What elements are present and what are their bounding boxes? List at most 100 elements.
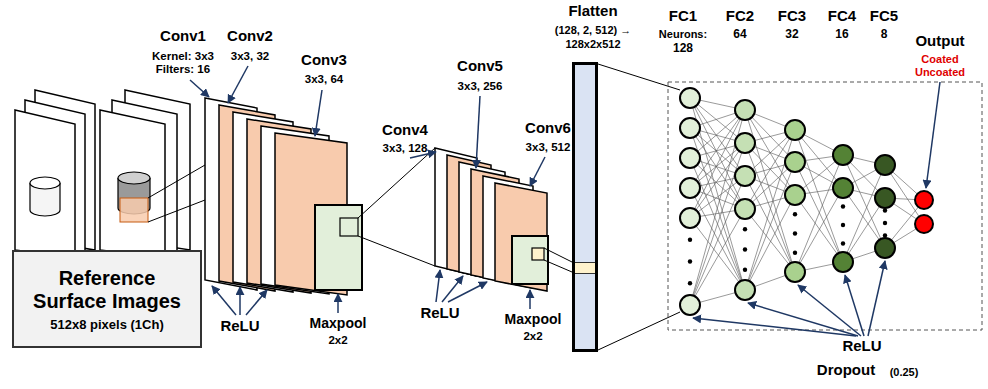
- leader-arrow: [798, 285, 861, 336]
- cylinder-icon: [118, 172, 150, 184]
- neuron: [735, 199, 755, 219]
- neuron: [785, 120, 805, 140]
- layer-name: Conv2: [227, 28, 273, 45]
- pool-label: Maxpool: [505, 312, 562, 327]
- filter-count: Filters: 16: [156, 63, 210, 76]
- input-patch: [120, 165, 205, 222]
- layer-params: 3x3, 512: [526, 141, 571, 154]
- layer-name: FC3: [778, 8, 806, 25]
- neuron: [743, 227, 747, 231]
- class-label: Coated: [921, 53, 958, 65]
- neuron-count: 16: [835, 28, 848, 41]
- activation-label: ReLU: [842, 338, 881, 355]
- maxpool-map: [532, 248, 544, 260]
- input-box: Reference Surface Images512x8 pixels (1C…: [12, 250, 202, 348]
- maxpool-map: [544, 260, 572, 272]
- maxpool-map: [358, 148, 435, 218]
- layer-name: Conv1: [160, 28, 206, 45]
- neuron: [680, 148, 700, 168]
- flatten-layer: Flatten(128, 2, 512) → 128x2x512: [548, 2, 638, 354]
- fc-connection: [795, 162, 843, 262]
- neuron: [785, 152, 805, 172]
- flatten-bar: [572, 62, 598, 352]
- leader-arrow: [868, 261, 885, 336]
- neuron: [883, 233, 887, 237]
- class-label: Uncoated: [915, 66, 965, 78]
- layer-params: 3x3, 128: [383, 142, 428, 155]
- leader-arrow: [212, 286, 236, 315]
- flatten-to-fc-line: [598, 64, 680, 90]
- neuron: [915, 215, 933, 233]
- fc-connection: [690, 218, 745, 290]
- input-pages: [15, 110, 75, 258]
- conv-layer-stack: [435, 148, 547, 291]
- neuron: [743, 247, 747, 251]
- neuron: [735, 166, 755, 186]
- layer-name: FC5: [870, 8, 898, 25]
- leader-arrow: [529, 290, 531, 309]
- leader-arrow: [190, 80, 209, 97]
- neuron: [735, 280, 755, 300]
- maxpool-map: [358, 236, 435, 266]
- neuron-count: 64: [733, 28, 746, 41]
- neuron: [883, 221, 887, 225]
- activation-label: ReLU: [220, 318, 259, 335]
- maxpool-map: [512, 236, 572, 284]
- maxpool-map: [315, 205, 362, 290]
- leader-arrow: [315, 90, 322, 136]
- fc-connection: [745, 209, 795, 272]
- fc-block-outline: [668, 82, 982, 330]
- layer-params: 3x3, 64: [305, 73, 343, 86]
- fc-connection: [795, 195, 843, 262]
- input-title: Reference Surface Images: [20, 267, 194, 313]
- neuron: [680, 208, 700, 228]
- maxpool-map: [340, 218, 358, 236]
- layer-name: FC2: [726, 8, 754, 25]
- dropout-label: Dropout: [817, 362, 875, 379]
- neuron: [793, 251, 797, 255]
- neuron-count: 8: [881, 28, 888, 41]
- flatten-patch: [575, 262, 595, 274]
- conv-layer-stack: [495, 183, 547, 291]
- layer-name: Conv5: [457, 58, 503, 75]
- dropout-rate: (0.25): [890, 366, 919, 378]
- input-patch: [148, 200, 205, 222]
- neuron: [735, 100, 755, 120]
- maxpool-map: [512, 236, 548, 284]
- neuron: [743, 268, 747, 272]
- neuron: [688, 259, 692, 263]
- leader-arrow: [476, 96, 480, 168]
- neuron: [688, 238, 692, 242]
- neuron: [833, 178, 853, 198]
- neuron-caption: Neurons:: [659, 28, 707, 40]
- leader-arrow: [246, 290, 267, 315]
- neuron: [735, 133, 755, 153]
- neuron: [680, 178, 700, 198]
- kernel-size: Kernel: 3x3: [152, 50, 214, 63]
- neuron: [680, 88, 933, 315]
- leader-arrow: [436, 270, 440, 302]
- neuron: [785, 262, 805, 282]
- neuron-count: 32: [785, 28, 798, 41]
- layer-params: 3x3, 32: [231, 50, 269, 63]
- neuron-count: 128: [673, 42, 693, 55]
- leader-arrow: [448, 282, 487, 302]
- input-patch: [120, 198, 148, 222]
- leader-arrow: [530, 157, 545, 186]
- neuron: [785, 185, 805, 205]
- pool-size: 2x2: [523, 330, 542, 343]
- leader-arrow: [239, 287, 241, 315]
- neuron: [680, 295, 700, 315]
- leader-arrow: [926, 82, 940, 188]
- neuron: [841, 223, 845, 227]
- output-title: Output: [915, 33, 964, 50]
- layer-name: Conv6: [525, 120, 571, 137]
- neuron: [688, 281, 692, 285]
- neuron: [841, 204, 845, 208]
- neuron: [793, 212, 797, 216]
- layer-name: Conv4: [382, 122, 428, 139]
- layer-params: 3x3, 256: [458, 80, 503, 93]
- activation-label: ReLU: [420, 305, 459, 322]
- neuron: [680, 118, 700, 138]
